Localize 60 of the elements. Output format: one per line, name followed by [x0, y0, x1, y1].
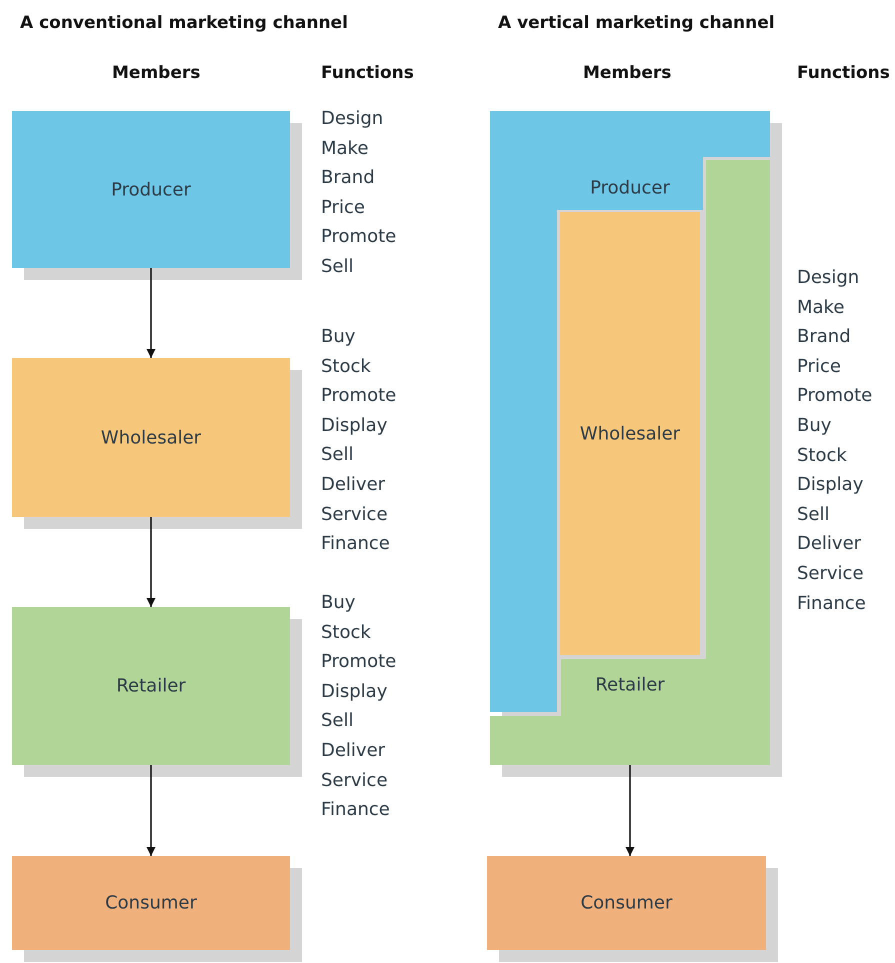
function-item: Sell: [797, 504, 830, 526]
member-label: Producer: [111, 179, 191, 200]
column-header: Functions: [797, 62, 890, 84]
member-label: Retailer: [116, 676, 186, 696]
column-header: Functions: [321, 62, 414, 84]
arrow: [146, 268, 156, 358]
function-item: Display: [321, 680, 388, 703]
function-item: Buy: [321, 326, 356, 348]
retailer-l-shape: [490, 160, 770, 765]
function-item: Design: [797, 267, 860, 289]
function-item: Brand: [797, 326, 851, 348]
function-item: Deliver: [797, 533, 862, 556]
function-item: Service: [797, 563, 864, 585]
function-item: Display: [321, 414, 388, 437]
function-item: Buy: [797, 415, 832, 437]
function-item: Make: [797, 296, 844, 319]
function-item: Brand: [321, 167, 375, 190]
function-item: Sell: [321, 710, 354, 732]
function-item: Stock: [321, 356, 371, 378]
function-item: Promote: [321, 226, 396, 248]
member-label: Consumer: [580, 892, 672, 914]
member-box: [12, 607, 290, 765]
member-label: Retailer: [595, 674, 665, 696]
producer-l-shape: [490, 111, 770, 712]
function-item: Promote: [321, 651, 396, 674]
function-item: Promote: [797, 385, 872, 408]
title: A vertical marketing channel: [498, 12, 775, 34]
function-item: Sell: [321, 444, 354, 466]
arrow: [626, 765, 634, 856]
title: A conventional marketing channel: [20, 12, 348, 34]
function-item: Stock: [321, 622, 371, 644]
member-label: Wholesaler: [100, 427, 202, 448]
function-item: Service: [321, 770, 388, 792]
function-item: Finance: [797, 592, 866, 615]
member-label: Wholesaler: [580, 423, 680, 444]
function-item: Finance: [321, 799, 390, 822]
function-item: Buy: [321, 592, 356, 614]
function-item: Service: [321, 504, 388, 526]
arrow: [146, 765, 156, 856]
function-item: Finance: [321, 533, 390, 556]
member-box: [487, 856, 766, 950]
function-item: Make: [321, 138, 368, 160]
arrow: [146, 517, 156, 607]
member-box: [12, 358, 290, 517]
member-label: Producer: [590, 178, 670, 198]
function-item: Display: [797, 474, 864, 496]
function-item: Deliver: [321, 740, 386, 762]
function-item: Stock: [797, 444, 847, 467]
function-item: Design: [321, 108, 384, 130]
column-header: Members: [112, 62, 200, 84]
member-box: [12, 856, 290, 950]
member-label: Consumer: [105, 892, 197, 914]
function-item: Promote: [321, 385, 396, 408]
function-item: Price: [797, 356, 841, 378]
member-box: [560, 212, 700, 655]
function-item: Deliver: [321, 474, 386, 496]
member-box: [12, 111, 290, 268]
function-item: Sell: [321, 256, 354, 278]
column-header: Members: [583, 62, 672, 84]
function-item: Price: [321, 196, 365, 219]
